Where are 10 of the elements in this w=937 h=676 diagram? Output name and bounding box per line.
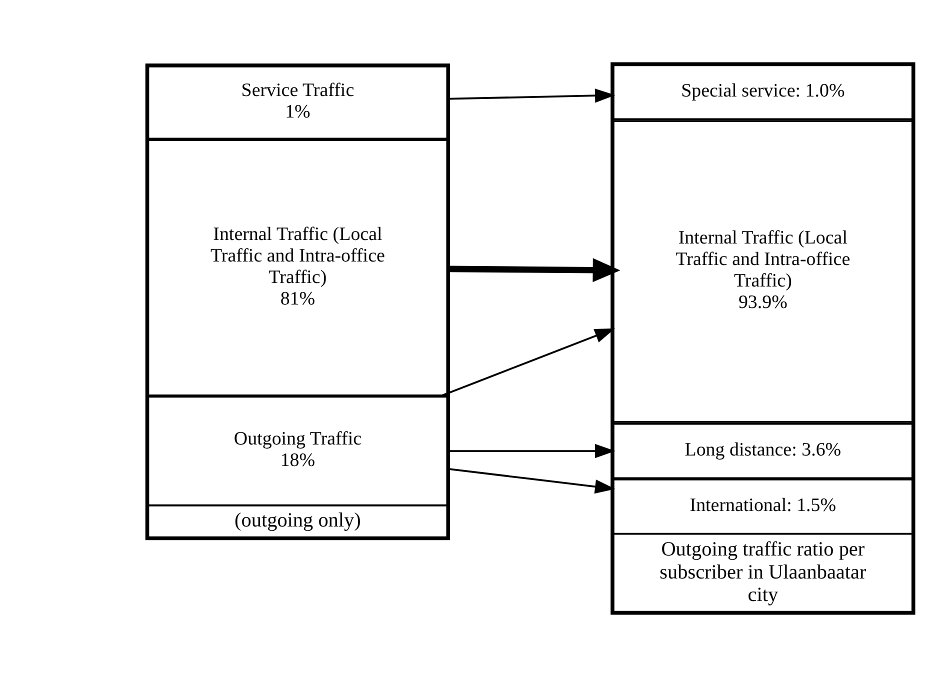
node-box: Internal Traffic (Local Traffic and Intra-office Traffic) 93.9% bbox=[612, 120, 914, 422]
node-box: Outgoing Traffic 18% bbox=[146, 395, 450, 506]
arrow bbox=[448, 443, 616, 458]
arrow bbox=[448, 468, 616, 494]
arrow bbox=[448, 258, 620, 282]
node-box: Long distance: 3.6% bbox=[612, 422, 914, 479]
arrow bbox=[448, 88, 616, 102]
node-box: International: 1.5% bbox=[612, 478, 914, 534]
node-box: Internal Traffic (Local Traffic and Intra-office Traffic) 81% bbox=[146, 138, 450, 396]
arrow bbox=[439, 328, 616, 397]
